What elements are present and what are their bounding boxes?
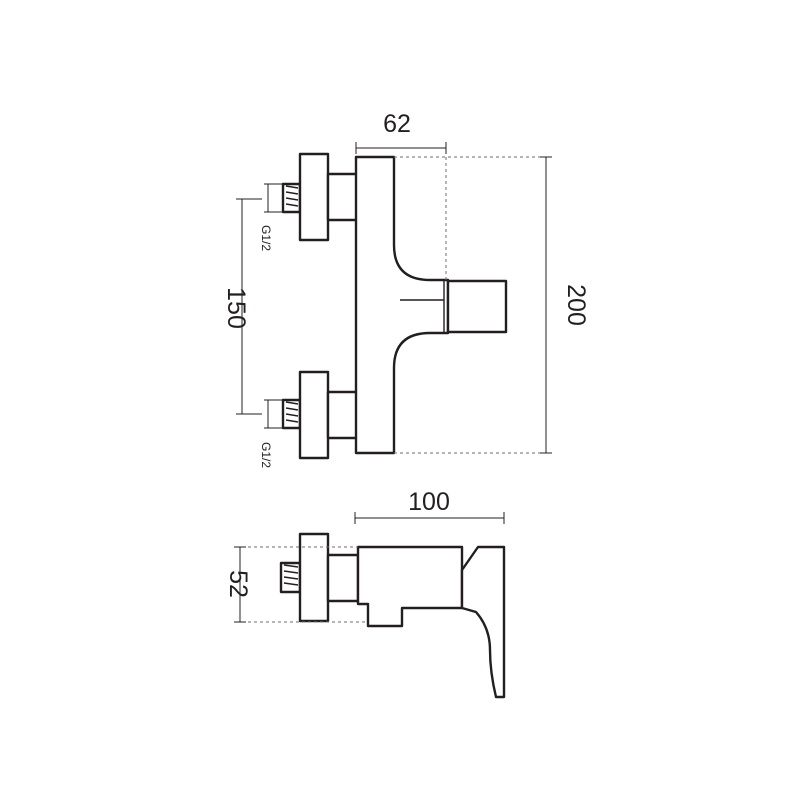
upper-connector: [326, 172, 360, 222]
dimension-width: 62: [355, 110, 447, 154]
upper-thread-dimension: G1/2: [259, 183, 283, 251]
lower-thread-lines: [285, 401, 299, 423]
dimension-height: 200: [540, 156, 590, 454]
side-connector: [326, 553, 360, 603]
lower-flange: [298, 370, 330, 460]
dimension-depth: 100: [354, 488, 505, 524]
side-thread-lines: [283, 564, 299, 586]
outlet-block: [446, 279, 508, 334]
inlet-spacing-label: 150: [222, 287, 250, 329]
upper-thread-lines: [285, 185, 299, 207]
depth-label: 100: [408, 488, 450, 516]
lower-thread-label: G1/2: [259, 442, 273, 468]
upper-thread-label: G1/2: [259, 225, 273, 251]
side-view: 100 52: [224, 488, 506, 699]
lever-handle: [460, 545, 506, 699]
mixer-body: [354, 155, 450, 455]
front-view: 62 200 150 G1/2 G1/2: [222, 110, 590, 468]
side-height-label: 52: [224, 570, 252, 598]
lower-thread-dimension: G1/2: [259, 399, 283, 468]
dimension-inlet-spacing: 150: [222, 198, 262, 415]
lower-connector: [326, 390, 360, 440]
side-flange: [298, 532, 330, 623]
width-label: 62: [383, 110, 411, 138]
height-label: 200: [562, 284, 590, 326]
lower-inlet: [281, 370, 360, 460]
upper-inlet: [281, 152, 360, 242]
side-body: [356, 545, 464, 628]
dimension-side-height: 52: [224, 546, 252, 623]
upper-flange: [298, 152, 330, 242]
